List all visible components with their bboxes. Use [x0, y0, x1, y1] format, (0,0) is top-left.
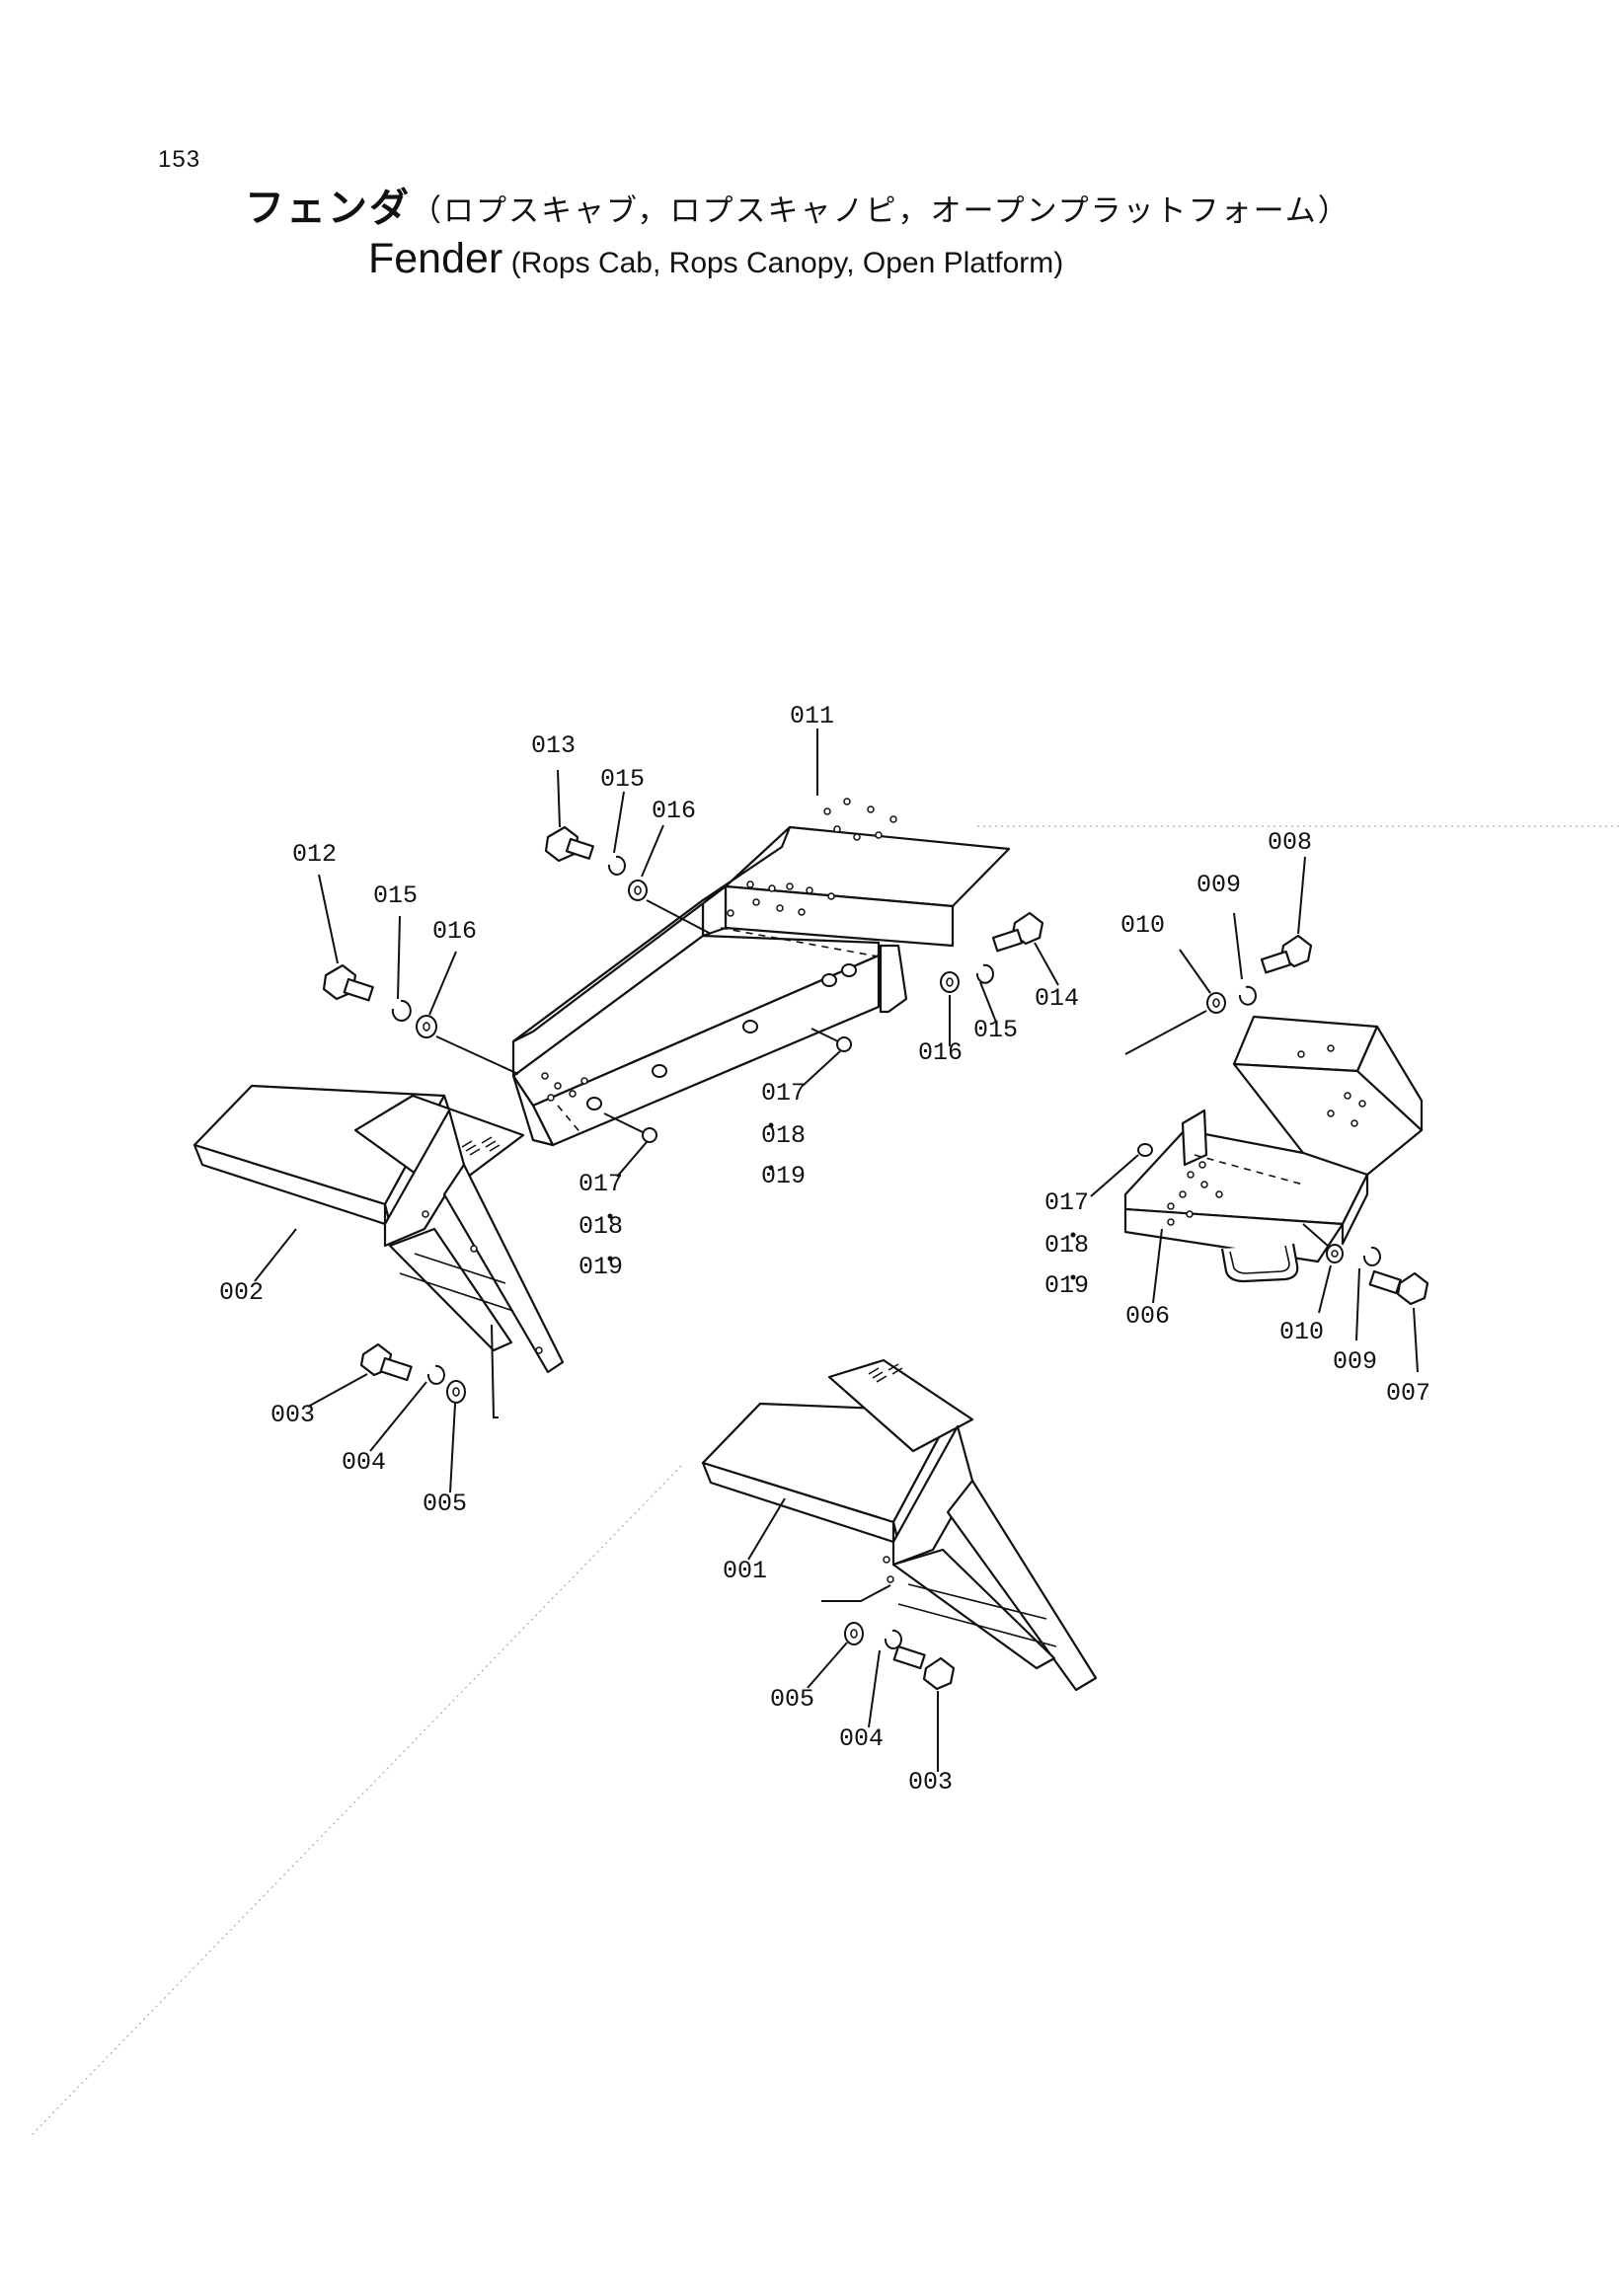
label-001: 001 — [723, 1557, 767, 1585]
label-011: 011 — [790, 702, 834, 730]
part-008-bolt — [1260, 856, 1313, 974]
label-016: 016 — [652, 797, 696, 825]
label-017: 017 — [579, 1170, 623, 1198]
label-009: 009 — [1196, 871, 1241, 899]
part-labels: 011 013 015 016 008 012 015 016 009 010 … — [219, 702, 1430, 1797]
label-012: 012 — [292, 840, 337, 869]
parts-015-016-right — [940, 963, 998, 1046]
part-006-step — [1123, 1015, 1424, 1304]
label-008: 008 — [1268, 828, 1312, 857]
part-013-bolt — [544, 769, 594, 863]
label-010: 010 — [1120, 911, 1165, 940]
label-009: 009 — [1333, 1347, 1377, 1376]
page-number: 153 — [158, 146, 201, 173]
label-014: 014 — [1035, 984, 1079, 1013]
part-014-bolt — [991, 911, 1059, 986]
step-holes — [1167, 1044, 1366, 1226]
part-017-washers — [603, 1028, 1153, 1197]
label-007: 007 — [1386, 1379, 1430, 1408]
label-017: 017 — [1044, 1188, 1089, 1217]
label-018: 018 — [761, 1121, 806, 1150]
label-013: 013 — [531, 731, 576, 760]
title-en-main: Fender — [368, 235, 503, 282]
label-003: 003 — [270, 1401, 315, 1429]
separator-dots — [607, 1122, 1076, 1280]
parts-009-010-upper — [1124, 912, 1257, 1055]
title-japanese: フェンダ（ロプスキャブ，ロプスキャノピ，オープンプラットフォーム） — [245, 176, 1350, 233]
part-011-bracket — [511, 728, 1011, 1147]
parts-003-004-005-right — [807, 1622, 956, 1772]
part-001-fender — [701, 1358, 1098, 1692]
label-005: 005 — [770, 1685, 814, 1714]
label-018: 018 — [1044, 1231, 1089, 1260]
parts-003-004-005-left — [307, 1342, 466, 1493]
label-015: 015 — [973, 1016, 1018, 1044]
label-006: 006 — [1125, 1302, 1170, 1331]
parts-007-009-010-lower — [1302, 1223, 1429, 1373]
bracket-holes — [541, 798, 897, 1102]
bracket-nuts — [586, 963, 857, 1110]
parts-015-016-upper — [607, 791, 712, 935]
label-019: 019 — [1044, 1271, 1089, 1300]
label-002: 002 — [219, 1278, 264, 1307]
part-012-bolt — [318, 874, 374, 1002]
label-015: 015 — [373, 881, 418, 910]
label-004: 004 — [839, 1724, 884, 1753]
title-jp-sub: （ロプスキャブ，ロプスキャノピ，オープンプラットフォーム） — [411, 193, 1350, 229]
title-jp-main: フェンダ — [245, 186, 411, 231]
label-010: 010 — [1279, 1318, 1324, 1346]
label-019: 019 — [579, 1253, 623, 1281]
part-002-fender — [193, 1084, 565, 1418]
label-005: 005 — [423, 1490, 467, 1518]
label-015: 015 — [600, 765, 645, 794]
title-en-sub: (Rops Cab, Rops Canopy, Open Platform) — [502, 247, 1064, 279]
label-003: 003 — [908, 1768, 953, 1797]
label-016: 016 — [432, 917, 477, 946]
label-017: 017 — [761, 1079, 806, 1108]
label-016: 016 — [918, 1038, 963, 1067]
guide-lines — [29, 825, 1620, 2138]
label-019: 019 — [761, 1162, 806, 1190]
parts-015-016-left — [391, 915, 519, 1075]
label-004: 004 — [342, 1448, 386, 1477]
label-018: 018 — [579, 1212, 623, 1241]
title-english: Fender (Rops Cab, Rops Canopy, Open Plat… — [368, 235, 1063, 283]
